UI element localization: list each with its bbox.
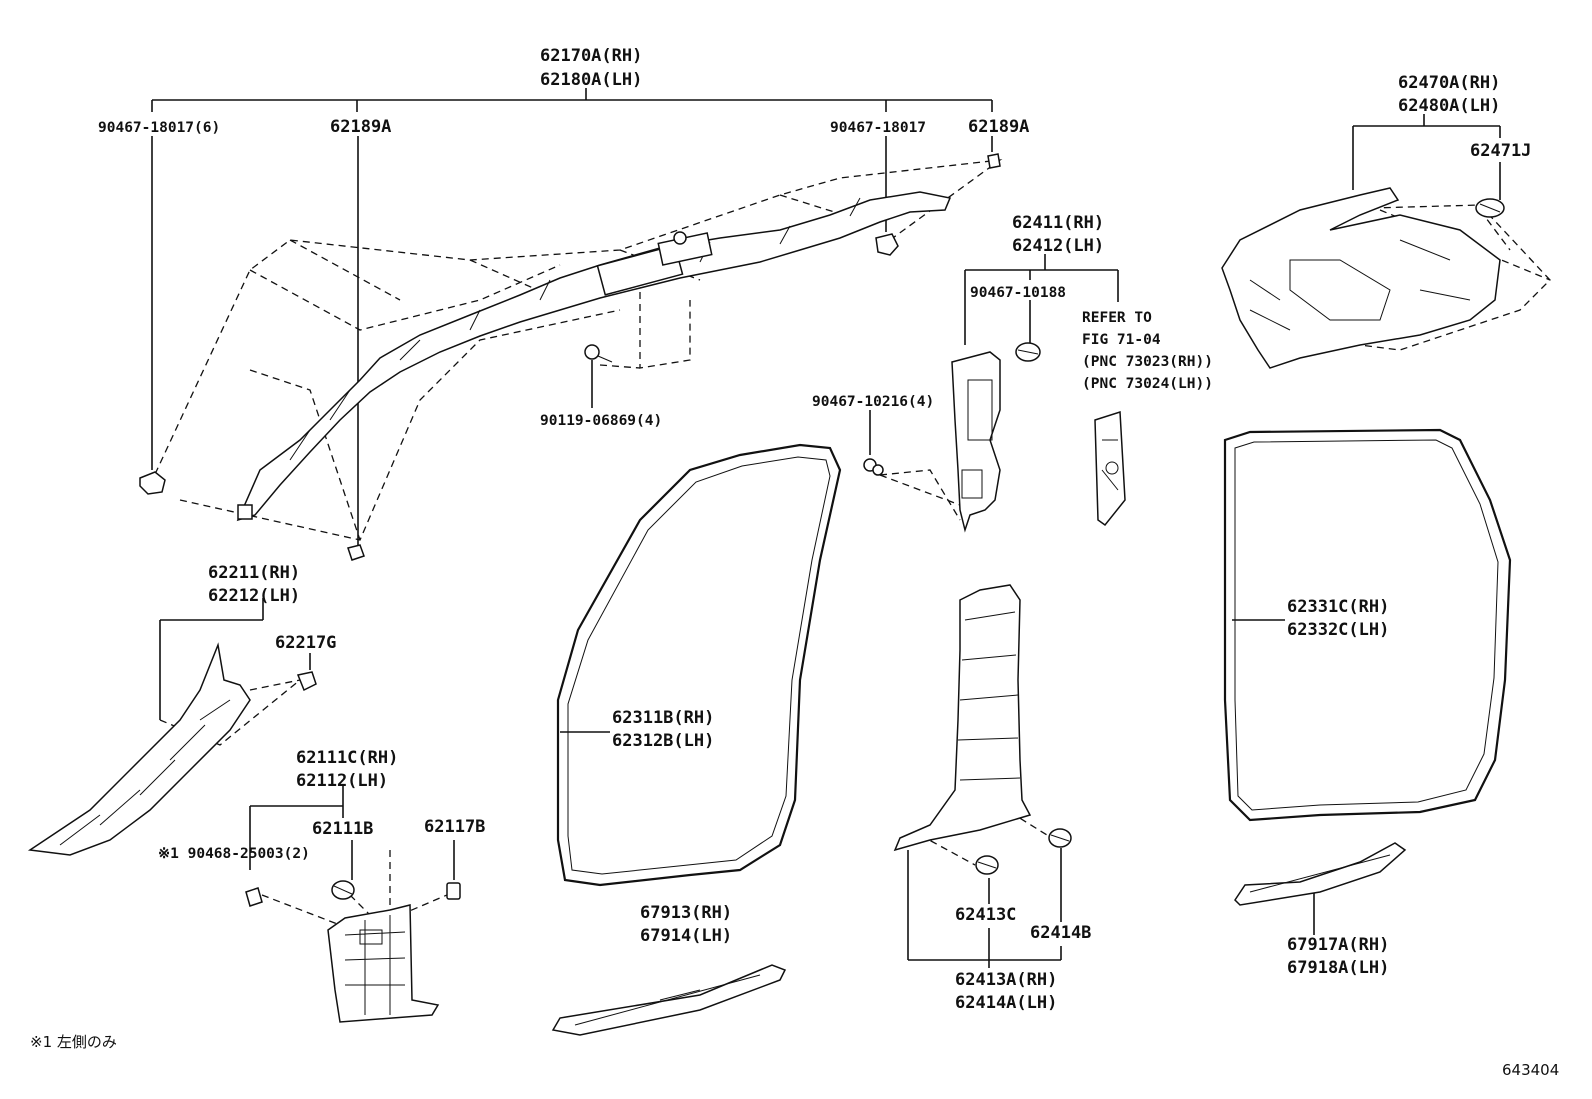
label-62117B: 62117B bbox=[424, 817, 485, 837]
clip-62189A-right-icon bbox=[987, 153, 1001, 169]
label-62170A: 62170A(RH) bbox=[540, 46, 642, 66]
label-62331C: 62331C(RH) bbox=[1287, 597, 1389, 617]
label-62332C: 62332C(LH) bbox=[1287, 620, 1389, 640]
label-62471J: 62471J bbox=[1470, 141, 1531, 161]
clip-90467-10216-icon bbox=[863, 458, 884, 476]
clip-90467-10188-icon bbox=[1015, 342, 1041, 362]
clip-90467-18017-icon bbox=[875, 233, 899, 256]
part-labels: 62170A(RH) 62180A(LH) 90467-18017(6) 621… bbox=[30, 46, 1559, 1079]
clip-icons bbox=[139, 153, 1505, 907]
front-pillar-garnish bbox=[27, 642, 251, 856]
label-90119-06869: 90119-06869(4) bbox=[540, 413, 662, 429]
label-62211: 62211(RH) bbox=[208, 563, 300, 583]
label-refer-pnc-rh: (PNC 73023(RH)) bbox=[1082, 354, 1213, 370]
label-62212: 62212(LH) bbox=[208, 586, 300, 606]
clip-62413C-icon bbox=[975, 855, 999, 875]
label-62411: 62411(RH) bbox=[1012, 213, 1104, 233]
label-67914: 67914(LH) bbox=[640, 926, 732, 946]
label-62413A: 62413A(RH) bbox=[955, 970, 1057, 990]
label-67913: 67913(RH) bbox=[640, 903, 732, 923]
rear-door-seal bbox=[1223, 428, 1512, 822]
clip-62471J-icon bbox=[1475, 198, 1505, 218]
footnote: ※1 左側のみ bbox=[30, 1033, 117, 1051]
label-90467-18017: 90467-18017 bbox=[830, 120, 926, 136]
label-62217G: 62217G bbox=[275, 633, 336, 653]
leader-lines bbox=[151, 88, 1501, 968]
rear-scuff-plate bbox=[1234, 842, 1407, 906]
label-67917A: 67917A(RH) bbox=[1287, 935, 1389, 955]
clip-90468-25003-icon bbox=[245, 887, 263, 907]
label-62111B: 62111B bbox=[312, 819, 373, 839]
label-90467-10216: 90467-10216(4) bbox=[812, 394, 934, 410]
label-62180A: 62180A(LH) bbox=[540, 70, 642, 90]
seatbelt-reference-part bbox=[1094, 410, 1126, 527]
bolt-90119-06869-icon bbox=[584, 344, 613, 363]
label-62189A-left: 62189A bbox=[330, 117, 391, 137]
figure-number: 643404 bbox=[1502, 1061, 1559, 1079]
front-scuff-plate bbox=[551, 964, 787, 1036]
label-90467-10188: 90467-10188 bbox=[970, 285, 1066, 301]
label-67918A: 67918A(LH) bbox=[1287, 958, 1389, 978]
clip-62111B-icon bbox=[331, 880, 355, 900]
clip-62414B-icon bbox=[1048, 828, 1072, 848]
clip-62217G-icon bbox=[296, 671, 317, 692]
clip-90467-18017-6-icon bbox=[139, 471, 166, 495]
label-62413C: 62413C bbox=[955, 905, 1016, 925]
label-refer-pnc-lh: (PNC 73024(LH)) bbox=[1082, 376, 1213, 392]
label-62312B: 62312B(LH) bbox=[612, 731, 714, 751]
label-62111C: 62111C(RH) bbox=[296, 748, 398, 768]
front-door-seal bbox=[556, 443, 842, 887]
label-90467-18017-6: 90467-18017(6) bbox=[98, 120, 220, 136]
label-90468-25003: ※1 90468-25003(2) bbox=[158, 846, 310, 862]
curtain-airbag-rail bbox=[236, 191, 952, 522]
label-62470A: 62470A(RH) bbox=[1398, 73, 1500, 93]
label-refer-to: REFER TO bbox=[1082, 310, 1152, 326]
clip-62117B-icon bbox=[446, 882, 461, 900]
label-62189A-right: 62189A bbox=[968, 117, 1029, 137]
clip-62189A-left-icon bbox=[347, 544, 365, 561]
center-pillar-upper bbox=[951, 351, 1001, 533]
label-62412: 62412(LH) bbox=[1012, 236, 1104, 256]
label-62480A: 62480A(LH) bbox=[1398, 96, 1500, 116]
label-62414A: 62414A(LH) bbox=[955, 993, 1057, 1013]
label-refer-fig: FIG 71-04 bbox=[1082, 332, 1161, 348]
rear-quarter-trim bbox=[1221, 187, 1501, 369]
center-pillar-lower bbox=[893, 584, 1032, 852]
label-62112: 62112(LH) bbox=[296, 771, 388, 791]
label-62311B: 62311B(RH) bbox=[612, 708, 714, 728]
cowl-side-trim bbox=[327, 904, 440, 1023]
label-62414B: 62414B bbox=[1030, 923, 1091, 943]
